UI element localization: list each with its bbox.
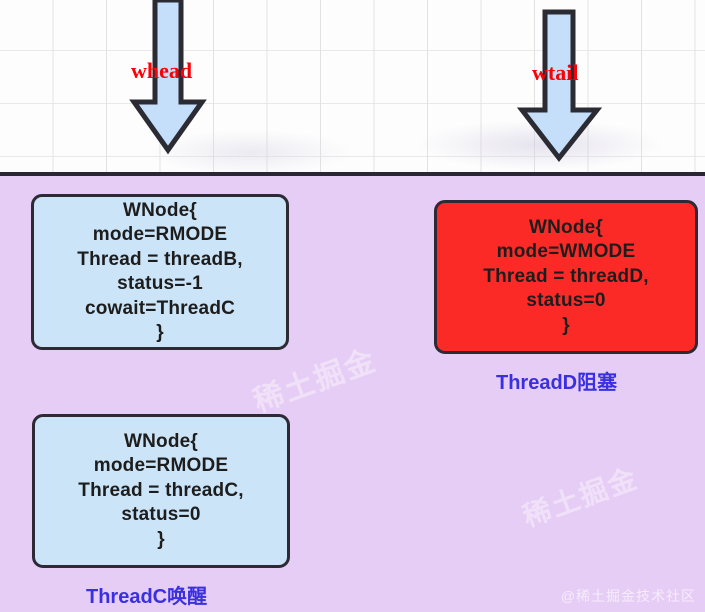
wnode-threadD[interactable]: WNode{ mode=WMODE Thread = threadD, stat…: [434, 200, 698, 354]
wnode-threadD-line-2: mode=WMODE: [496, 241, 636, 263]
wnode-threadD-line-3: Thread = threadD,: [483, 265, 649, 287]
wnode-threadC[interactable]: WNode{ mode=RMODE Thread = threadC, stat…: [32, 414, 290, 568]
watermark-ghost-b: 稀土掘金: [518, 462, 643, 533]
wnode-threadB-line-2: mode=RMODE: [92, 224, 228, 245]
section-divider: [0, 172, 705, 176]
wtail-arrow-icon: [516, 9, 603, 163]
wnode-threadC-line-2: mode=RMODE: [93, 455, 229, 477]
annotation-threadC-awake: ThreadC唤醒: [86, 586, 208, 608]
annotation-threadD-blocked: ThreadD阻塞: [496, 372, 618, 394]
wnode-threadB-line-6: }: [156, 322, 164, 343]
wnode-threadC-line-4: status=0: [121, 504, 201, 526]
wnode-threadC-line-5: }: [157, 528, 165, 550]
wnode-threadD-line-5: }: [562, 314, 570, 336]
wnode-threadD-line-1: WNode{: [528, 216, 604, 238]
wnode-threadB-line-3: Thread = threadB,: [77, 248, 243, 270]
watermark-label: @稀土掘金技术社区: [560, 588, 696, 604]
wnode-threadC-line-3: Thread = threadC,: [78, 479, 244, 501]
whead-label: whead: [131, 58, 193, 83]
wtail-label: wtail: [532, 60, 579, 85]
wnode-threadB-line-5: cowait=ThreadC: [84, 297, 236, 319]
grid-background: [0, 0, 705, 173]
wnode-threadB-line-4: status=-1: [117, 273, 203, 294]
wnode-threadD-line-4: status=0: [526, 290, 606, 312]
wnode-threadB[interactable]: WNode{ mode=RMODE Thread = threadB, stat…: [31, 194, 289, 350]
whead-arrow-icon: [129, 0, 207, 155]
wnode-threadC-line-1: WNode{: [123, 430, 199, 452]
wnode-threadB-line-1: WNode{: [122, 199, 198, 221]
